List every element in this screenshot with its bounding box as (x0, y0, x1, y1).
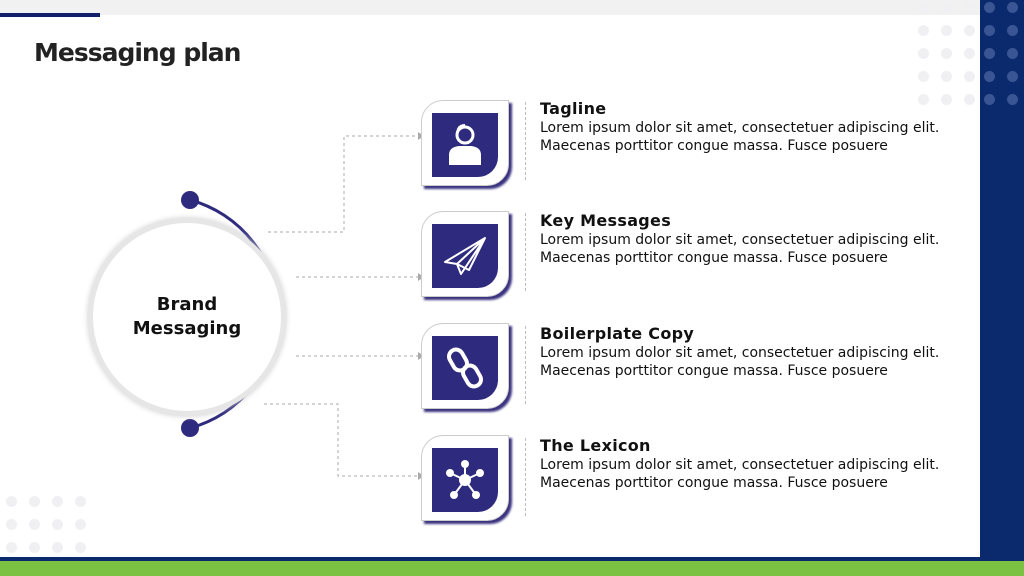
dot-pattern-right (984, 2, 1018, 105)
lexicon-icon-tile (421, 435, 509, 521)
divider (525, 102, 526, 180)
item-body: Lorem ipsum dolor sit amet, consectetuer… (540, 232, 940, 266)
bottom-bar (0, 561, 1024, 576)
hub-label-line1: Brand (156, 294, 218, 315)
chain-link-icon (447, 347, 483, 389)
item-body: Lorem ipsum dolor sit amet, consectetuer… (540, 345, 940, 379)
tagline-icon-tile (421, 100, 509, 186)
divider (525, 326, 526, 404)
top-bar (0, 0, 980, 15)
dot-pattern-bottom-left (6, 496, 86, 553)
arc-endpoint (181, 191, 199, 209)
page-title: Messaging plan (34, 38, 241, 67)
item-title: Tagline (540, 99, 607, 118)
divider (525, 438, 526, 516)
arc-endpoint (181, 419, 199, 437)
top-accent-line (0, 13, 100, 17)
item-title: Key Messages (540, 211, 672, 230)
network-hub-icon (446, 460, 484, 499)
bottom-line (0, 557, 980, 561)
item-body: Lorem ipsum dolor sit amet, consectetuer… (540, 120, 940, 154)
headset-user-icon (449, 124, 481, 165)
item-title: The Lexicon (540, 436, 651, 455)
item-title: Boilerplate Copy (540, 324, 695, 343)
divider (525, 213, 526, 291)
boilerplate-icon-tile (421, 323, 509, 409)
paper-plane-icon (444, 237, 486, 275)
key-messages-icon-tile (421, 211, 509, 297)
dot-pattern (918, 2, 975, 105)
hub-label-line2: Messaging (132, 318, 242, 339)
item-body: Lorem ipsum dolor sit amet, consectetuer… (540, 457, 940, 491)
